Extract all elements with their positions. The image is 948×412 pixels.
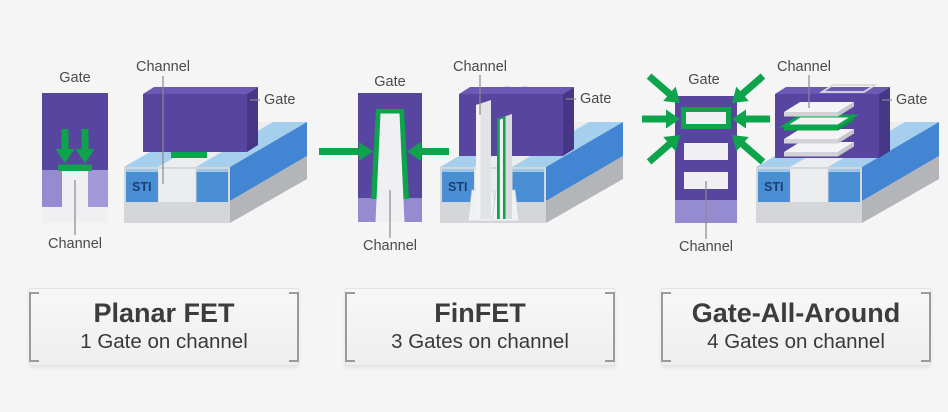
gaa-diagram: Gate Channel	[642, 59, 939, 255]
nanosheet	[684, 172, 728, 189]
nanosheet-with-gate-outline	[778, 114, 860, 131]
caption-plate-finfet: FinFET 3 Gates on channel	[345, 288, 615, 366]
channel-green-strip	[171, 149, 207, 158]
arrow-left-icon	[732, 109, 770, 129]
gate-label: Gate	[374, 74, 405, 90]
plate-bracket-left	[29, 292, 39, 362]
gaa-iso-view: Channel Gate STI	[756, 59, 939, 223]
channel-label: Channel	[136, 59, 190, 75]
nanosheet	[784, 102, 854, 117]
fin-with-gate-outline	[497, 114, 512, 219]
fin-channel	[375, 113, 405, 222]
caption-subtitle: 4 Gates on channel	[707, 330, 885, 354]
sti-block	[196, 169, 228, 202]
arrow-left-icon	[407, 142, 449, 161]
arrow-right-icon	[642, 109, 680, 129]
finfet-diagram: Gate Channel	[319, 59, 623, 254]
gate-label: Gate	[59, 70, 90, 86]
arrow-right-icon	[319, 142, 373, 161]
gate-label: Gate	[264, 92, 295, 108]
nanosheet	[684, 143, 728, 160]
panel-planar-fet: Gate Channel	[0, 0, 316, 412]
top-sheet-outline	[818, 84, 879, 93]
sti-block	[828, 169, 860, 202]
sti-block	[512, 169, 544, 202]
panel-gate-all-around: Gate Channel	[632, 0, 948, 412]
channel-label: Channel	[48, 236, 102, 252]
gate-label: Gate	[580, 91, 611, 107]
caption-subtitle: 1 Gate on channel	[80, 330, 248, 354]
channel-surface-green	[58, 164, 92, 171]
finfet-cross-section: Gate Channel	[319, 74, 449, 254]
caption-plate-planar-fet: Planar FET 1 Gate on channel	[29, 288, 299, 366]
arrow-up-right-icon	[646, 135, 680, 165]
planar-fet-diagram: Gate Channel	[42, 59, 307, 252]
caption-subtitle: 3 Gates on channel	[391, 330, 569, 354]
sti-label: STI	[448, 180, 467, 194]
fin	[476, 100, 491, 219]
nanosheet-stack	[778, 102, 860, 157]
gate-label: Gate	[896, 92, 927, 108]
sti-block	[758, 169, 790, 202]
planar-cross-section: Gate Channel	[42, 70, 108, 252]
sti-label: STI	[764, 180, 783, 194]
sti-block	[442, 169, 474, 202]
arrow-down-right-icon	[646, 73, 680, 103]
plate-bracket-left	[661, 292, 671, 362]
gate-slab	[143, 87, 258, 152]
gate-label: Gate	[688, 72, 719, 88]
nanosheet	[784, 129, 854, 144]
sti-block	[126, 169, 158, 202]
arrow-down-icon	[55, 129, 75, 163]
nanosheet	[784, 142, 854, 157]
channel-label: Channel	[679, 239, 733, 255]
plate-bracket-left	[345, 292, 355, 362]
gaa-cross-section: Gate Channel	[642, 72, 770, 255]
plate-bracket-right	[289, 292, 299, 362]
channel-label: Channel	[363, 238, 417, 254]
caption-title: Gate-All-Around	[691, 298, 901, 329]
arrow-down-left-icon	[732, 73, 766, 103]
arrow-down-icon	[75, 129, 95, 163]
plate-bracket-right	[921, 292, 931, 362]
caption-plate-gate-all-around: Gate-All-Around 4 Gates on channel	[661, 288, 931, 366]
sti-label: STI	[132, 180, 151, 194]
caption-title: Planar FET	[93, 298, 235, 329]
panel-finfet: Gate Channel	[316, 0, 632, 412]
caption-title: FinFET	[434, 298, 526, 329]
channel-label: Channel	[777, 59, 831, 75]
channel-label: Channel	[453, 59, 507, 75]
plate-bracket-right	[605, 292, 615, 362]
planar-iso-view: Channel Gate STI	[124, 59, 307, 223]
arrow-up-left-icon	[732, 135, 766, 165]
finfet-iso-view: Channel Gate STI	[440, 59, 623, 223]
